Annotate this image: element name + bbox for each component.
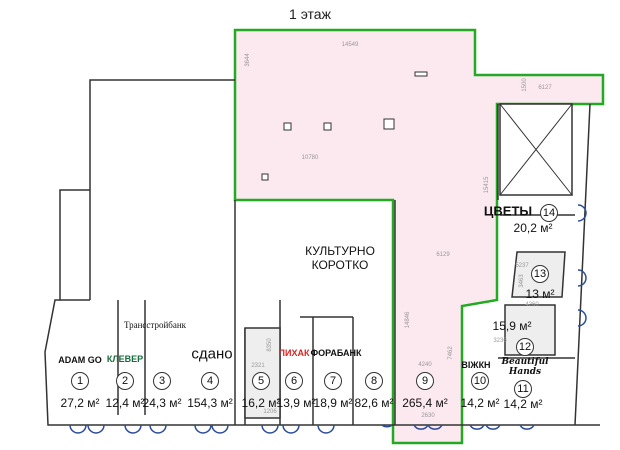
room-area: 13 м² [525, 287, 555, 301]
room-area: 265,4 м² [402, 396, 448, 410]
dimension-label: 10780 [301, 155, 319, 161]
room-number: 4 [201, 372, 219, 390]
tenant-label: ЦВЕТЫ [483, 203, 533, 219]
dimension-label: 6127 [538, 85, 552, 91]
dimension-label: 4240 [418, 362, 432, 368]
dimension-label: 14549 [341, 42, 359, 48]
dimension-label: 7462 [448, 346, 454, 360]
tenant-label: Beautiful Hands [501, 357, 549, 377]
tenant-label: сдано [191, 345, 233, 363]
dimension-label: 4260 [525, 302, 539, 308]
room-area: 27,2 м² [60, 396, 100, 410]
dimension-label: 15415 [484, 176, 490, 194]
room-number: 5 [252, 372, 270, 390]
dimension-label: 5237 [515, 263, 529, 269]
room-area: 14,2 м² [503, 397, 543, 411]
tenant-label: ВIЖКН [461, 360, 491, 370]
room-number: 2 [116, 372, 134, 390]
room-area: 20,2 м² [513, 221, 553, 235]
room-number: 7 [324, 372, 342, 390]
tenant-label: КЛЕВЕР [106, 354, 144, 364]
room-area: 82,6 м² [354, 396, 394, 410]
doors [69, 204, 587, 434]
room-area: 154,3 м² [187, 396, 233, 410]
room-number: 14 [540, 204, 558, 222]
tenant-label: ФОРАБАНК [310, 348, 362, 358]
highlighted-unit[interactable] [233, 28, 605, 445]
tenant-label: Трансстройбанк [123, 320, 187, 330]
room-area: 14,2 м² [460, 396, 500, 410]
room-number: 3 [153, 372, 171, 390]
room-area: 13,9 м² [276, 396, 316, 410]
dimension-label: 6129 [436, 252, 450, 258]
room-number: 8 [365, 372, 383, 390]
tenant-label: ADAM GO [58, 355, 102, 365]
dimension-label: 1206 [263, 409, 277, 415]
room-area: 12,4 м² [105, 396, 145, 410]
dimension-label: 3463 [519, 274, 525, 288]
columns [261, 71, 428, 181]
tenant-label: ПИХАК [278, 348, 310, 358]
room-number: 11 [514, 380, 532, 398]
room-number: 1 [71, 372, 89, 390]
floor-title: 1 этаж [289, 6, 331, 22]
dimension-label: 1500 [522, 78, 528, 92]
dimension-label: 3236 [493, 338, 507, 344]
dimension-label: 3644 [245, 53, 251, 67]
dimension-label: 14846 [405, 311, 411, 329]
room-area: 15,9 м² [492, 319, 532, 333]
room-area: 24,3 м² [142, 396, 182, 410]
room-number: 6 [285, 372, 303, 390]
room-area: 16,2 м² [241, 396, 281, 410]
room-number: 9 [416, 372, 434, 390]
room-area: 18,9 м² [313, 396, 353, 410]
room-number: 13 [531, 265, 549, 283]
room-number: 12 [516, 338, 534, 356]
dimension-label: 8350 [267, 338, 273, 352]
dimension-label: 2630 [421, 413, 435, 419]
room-number: 10 [471, 372, 489, 390]
tenant-label: КУЛЬТУРНО КОРОТКО [305, 244, 375, 272]
dimension-label: 2321 [251, 363, 265, 369]
